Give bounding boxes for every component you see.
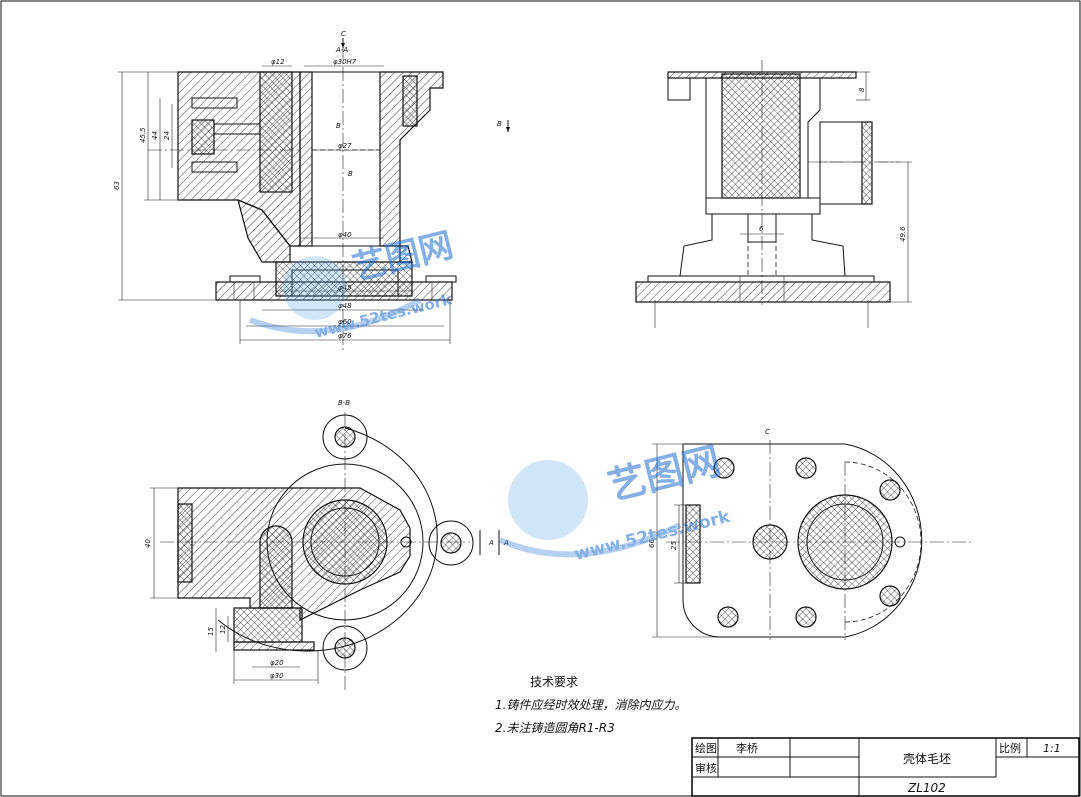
title-block: 绘图 李桥 审核 壳体毛坯 比例 1:1 ZL102 <box>691 737 1080 797</box>
dim-d12b: 12 <box>219 625 227 634</box>
drawn-label: 绘图 <box>695 741 717 755</box>
label-view-c: C <box>765 428 770 436</box>
notes-line-1: 1.铸件应经时效处理，消除内应力。 <box>495 698 686 712</box>
dim-d60: φ60 <box>338 318 352 326</box>
dim-h8: 8 <box>858 87 866 92</box>
notes-line-2: 2.未注铸造圆角R1-R3 <box>495 721 615 735</box>
part-name: 壳体毛坯 <box>903 752 951 766</box>
dim-d27: φ27 <box>338 142 352 150</box>
dim-d66: 66 <box>648 539 656 548</box>
dim-h63: 63 <box>113 181 121 190</box>
label-cut-a-right: A <box>488 539 494 547</box>
dim-d48: φ48 <box>338 302 352 310</box>
watermark-cn-bottom: 艺图网 <box>604 438 725 508</box>
check-label: 审核 <box>695 761 717 775</box>
drawn-by: 李桥 <box>736 741 758 755</box>
side-view: 8 49.6 6 <box>635 60 912 328</box>
dim-w6: 6 <box>759 225 764 233</box>
label-cut-b-right: B <box>497 120 502 128</box>
dim-d25: 25 <box>670 541 678 550</box>
notes-title: 技术要求 <box>530 675 578 689</box>
dim-d45: φ45 <box>338 284 352 292</box>
section-bb-view: B-B 40 15 12 φ20 φ30 <box>144 399 494 690</box>
section-aa-view: φ12 φ30H7 φ27 φ40 φ45 φ48 φ60 φ76 63 45.… <box>113 30 510 350</box>
dim-d12: φ12 <box>271 58 285 66</box>
dim-d40: φ40 <box>338 231 352 239</box>
label-view-c-top: C <box>341 30 346 38</box>
label-section-bb: B-B <box>338 399 350 407</box>
drawing-number: ZL102 <box>907 781 946 795</box>
scale-value: 1:1 <box>1043 742 1061 755</box>
label-cut-a-left: A <box>503 539 509 547</box>
dim-d40b: 40 <box>144 539 152 548</box>
scale-label: 比例 <box>999 741 1021 755</box>
dim-d20: φ20 <box>270 659 284 667</box>
dim-h24: 24 <box>163 131 171 140</box>
label-cut-b-mid: B <box>348 170 353 178</box>
dim-d76: φ76 <box>338 332 352 340</box>
dim-d30: φ30 <box>270 672 284 680</box>
dim-h44: 44 <box>151 131 159 140</box>
dim-h455: 45.5 <box>139 127 147 143</box>
label-cut-b-left: B <box>336 122 341 130</box>
label-section-aa: A-A <box>335 46 348 54</box>
technical-notes: 技术要求 1.铸件应经时效处理，消除内应力。 2.未注铸造圆角R1-R3 <box>495 675 686 735</box>
watermark-url-bottom: www.52tes.work <box>572 507 732 565</box>
dim-d30h7: φ30H7 <box>333 58 357 66</box>
dim-d15: 15 <box>207 627 215 636</box>
dim-h496: 49.6 <box>899 226 907 242</box>
view-c: C 66 25 A <box>498 428 972 640</box>
